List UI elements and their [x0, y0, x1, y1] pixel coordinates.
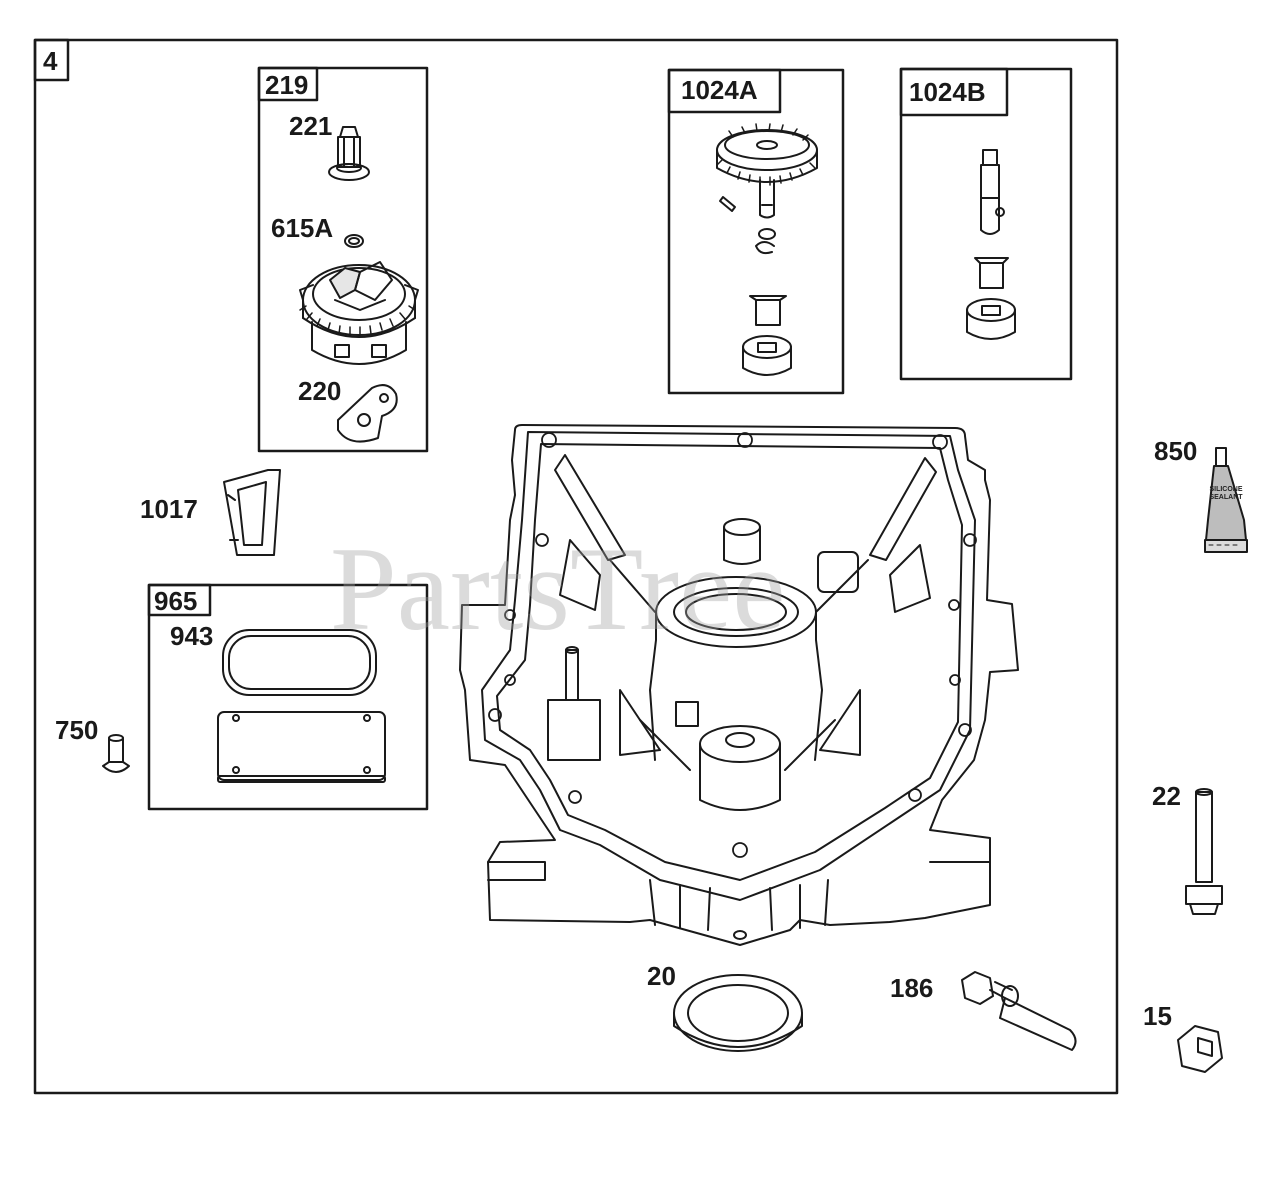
part-22-bolt: [1185, 788, 1223, 915]
part-943-gasket: [222, 629, 377, 696]
part-220-plate: [337, 384, 398, 443]
callout-15[interactable]: 15: [1143, 1001, 1172, 1031]
crankcase-base: [459, 424, 1019, 946]
figure-number: 4: [43, 46, 58, 76]
part-1024A-gear-shaft: [716, 123, 818, 376]
assembly-box-1024A: [667, 68, 845, 395]
part-1024B-shaft: [966, 149, 1016, 340]
sealant-tube-label: SILICONE SEALANT: [1209, 486, 1243, 501]
assembly-label-219[interactable]: 219: [265, 70, 309, 100]
part-615A-ring: [344, 234, 364, 248]
assembly-box-219: [257, 66, 429, 453]
part-750-screw: [102, 734, 130, 773]
assembly-label-1024A[interactable]: 1024A: [681, 75, 758, 105]
callout-750[interactable]: 750: [55, 715, 99, 745]
callout-20[interactable]: 20: [647, 961, 676, 991]
callout-220[interactable]: 220: [298, 376, 342, 406]
callout-186[interactable]: 186: [890, 973, 934, 1003]
outer-frame: [33, 38, 1119, 1095]
assembly-box-965: [147, 583, 429, 811]
callout-221[interactable]: 221: [289, 111, 333, 141]
part-15-nut: [1177, 1025, 1223, 1073]
part-186-shaft: [961, 971, 1077, 1051]
callout-850[interactable]: 850: [1154, 436, 1198, 466]
callout-1017[interactable]: 1017: [140, 494, 198, 524]
callout-22[interactable]: 22: [1152, 781, 1181, 811]
watermark: PartsTree: [330, 522, 786, 655]
part-1017: [223, 469, 281, 556]
part-965-cover: [217, 711, 386, 783]
part-219-gear-assembly: [299, 261, 419, 365]
assembly-label-1024B[interactable]: 1024B: [909, 77, 986, 107]
part-20-seal: [673, 974, 803, 1052]
callout-943[interactable]: 943: [170, 621, 214, 651]
part-850-sealant-tube: [1204, 447, 1248, 553]
assembly-label-965[interactable]: 965: [154, 586, 198, 616]
figure-number-box: [33, 38, 70, 82]
callout-615A[interactable]: 615A: [271, 213, 334, 243]
part-221-plunger: [328, 126, 370, 181]
